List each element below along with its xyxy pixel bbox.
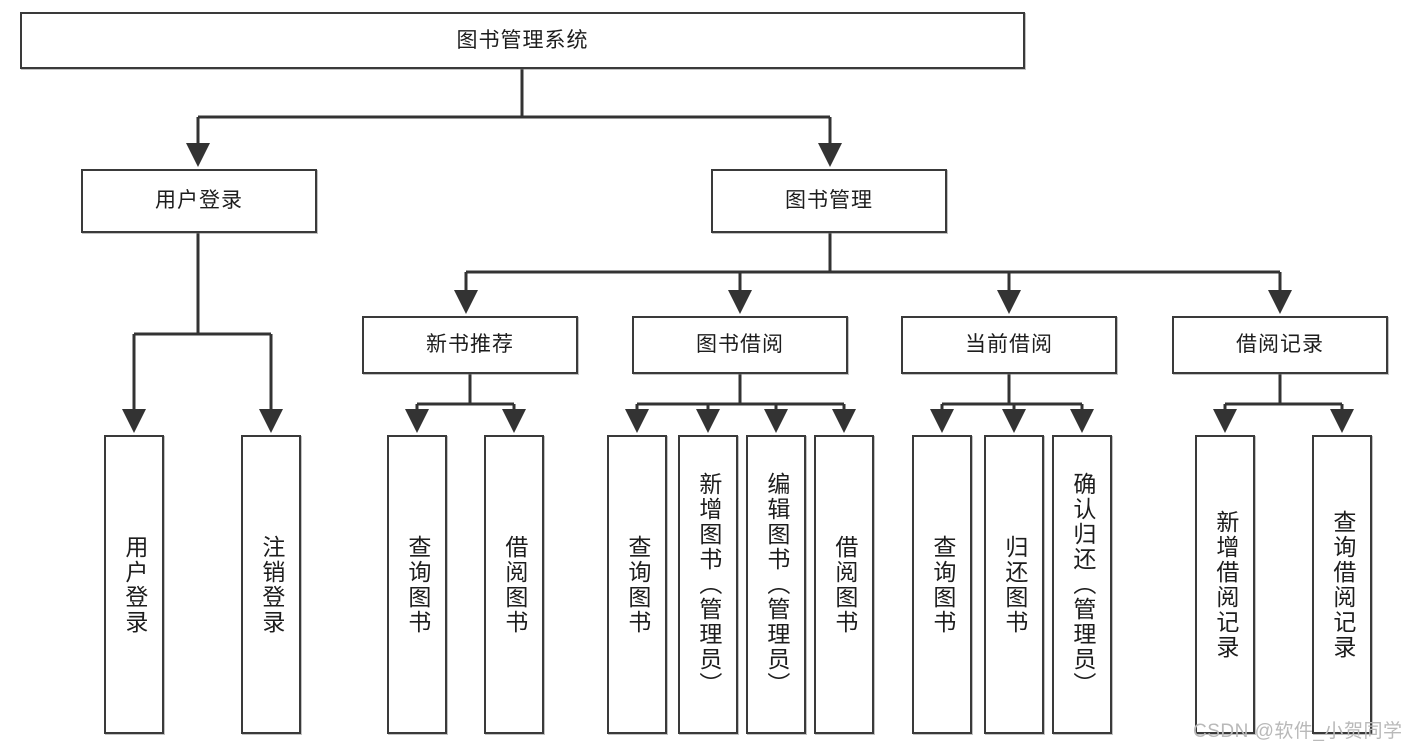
node-leaf-confirm-return[interactable]: 确认归还（管理员） bbox=[1052, 435, 1112, 734]
node-current-borrow-label: 当前借阅 bbox=[965, 333, 1053, 357]
node-user-login-label: 用户登录 bbox=[155, 189, 243, 213]
node-leaf-add-record[interactable]: 新增借阅记录 bbox=[1195, 435, 1255, 734]
node-leaf-query-book-current[interactable]: 查询图书 bbox=[912, 435, 972, 734]
node-leaf-borrow-book-rec-label: 借阅图书 bbox=[501, 534, 528, 635]
node-new-book-recommend-label: 新书推荐 bbox=[426, 333, 514, 357]
node-leaf-user-login-label: 用户登录 bbox=[121, 534, 148, 635]
node-root[interactable]: 图书管理系统 bbox=[20, 12, 1025, 69]
node-user-login[interactable]: 用户登录 bbox=[81, 169, 317, 233]
node-new-book-recommend[interactable]: 新书推荐 bbox=[362, 316, 578, 374]
node-leaf-return-book-label: 归还图书 bbox=[1001, 534, 1028, 635]
node-leaf-query-record[interactable]: 查询借阅记录 bbox=[1312, 435, 1372, 734]
node-leaf-logout-label: 注销登录 bbox=[258, 534, 285, 635]
node-leaf-logout[interactable]: 注销登录 bbox=[241, 435, 301, 734]
node-root-label: 图书管理系统 bbox=[456, 28, 589, 52]
node-leaf-query-book-current-label: 查询图书 bbox=[929, 534, 956, 635]
node-current-borrow[interactable]: 当前借阅 bbox=[901, 316, 1117, 374]
node-leaf-return-book[interactable]: 归还图书 bbox=[984, 435, 1044, 734]
node-leaf-edit-book-label: 编辑图书（管理员） bbox=[763, 472, 790, 697]
node-borrow-record[interactable]: 借阅记录 bbox=[1172, 316, 1388, 374]
node-leaf-borrow-book-label: 借阅图书 bbox=[831, 534, 858, 635]
node-leaf-query-book-rec-label: 查询图书 bbox=[404, 534, 431, 635]
node-borrow-record-label: 借阅记录 bbox=[1236, 333, 1324, 357]
node-leaf-query-record-label: 查询借阅记录 bbox=[1329, 509, 1356, 660]
node-leaf-edit-book[interactable]: 编辑图书（管理员） bbox=[746, 435, 806, 734]
node-leaf-add-book-label: 新增图书（管理员） bbox=[695, 472, 722, 697]
node-leaf-borrow-book-rec[interactable]: 借阅图书 bbox=[484, 435, 544, 734]
node-book-management[interactable]: 图书管理 bbox=[711, 169, 947, 233]
node-book-borrow[interactable]: 图书借阅 bbox=[632, 316, 848, 374]
node-book-borrow-label: 图书借阅 bbox=[696, 333, 784, 357]
node-leaf-add-record-label: 新增借阅记录 bbox=[1212, 509, 1239, 660]
node-leaf-borrow-book[interactable]: 借阅图书 bbox=[814, 435, 874, 734]
node-leaf-confirm-return-label: 确认归还（管理员） bbox=[1069, 472, 1096, 697]
node-leaf-add-book[interactable]: 新增图书（管理员） bbox=[678, 435, 738, 734]
node-leaf-query-book-borrow-label: 查询图书 bbox=[624, 534, 651, 635]
node-leaf-query-book-borrow[interactable]: 查询图书 bbox=[607, 435, 667, 734]
node-leaf-user-login[interactable]: 用户登录 bbox=[104, 435, 164, 734]
node-leaf-query-book-rec[interactable]: 查询图书 bbox=[387, 435, 447, 734]
node-book-management-label: 图书管理 bbox=[785, 189, 873, 213]
